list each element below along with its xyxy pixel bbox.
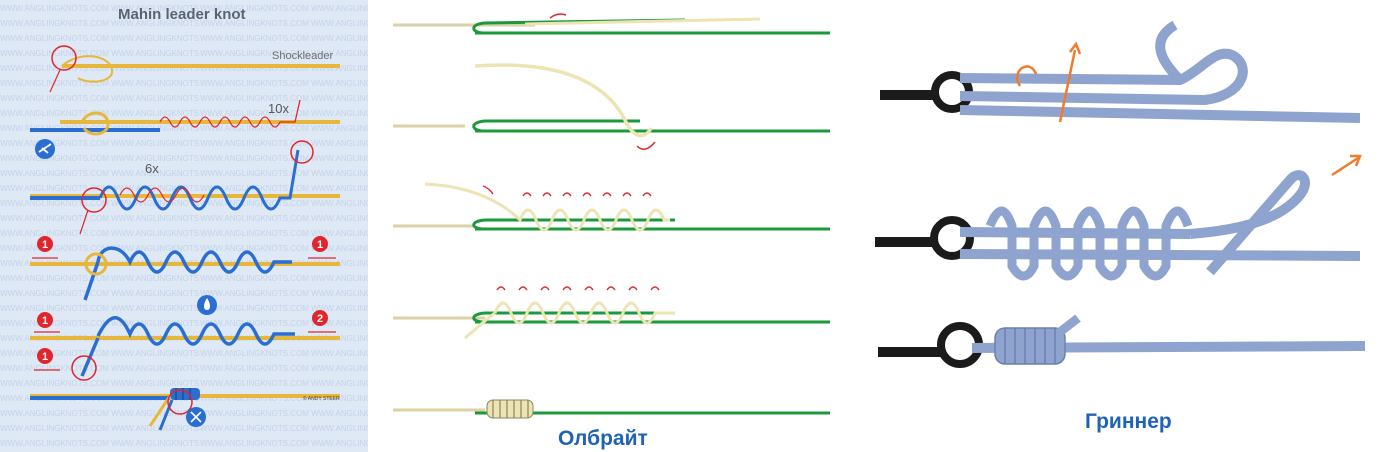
grinner-diagram	[875, 20, 1366, 368]
mahin-title: Mahin leader knot	[118, 6, 246, 23]
step-badge-number: 1	[317, 239, 323, 251]
grinner-step-2	[875, 154, 1362, 281]
highlight-circle	[290, 140, 314, 164]
step-badge	[37, 312, 53, 328]
finished-knot	[994, 327, 1066, 365]
direction-arrow	[1331, 154, 1362, 177]
step-badge-number: 1	[42, 239, 48, 251]
step-badge	[312, 236, 328, 252]
turns-guide	[159, 99, 301, 128]
step-badge	[312, 310, 328, 326]
albright-step-2	[393, 63, 830, 150]
artist-credit: © ANDY STEER	[303, 395, 340, 402]
turns-6x-label: 6x	[145, 161, 159, 176]
step-badge-number: 1	[42, 315, 48, 327]
albright-step-4	[393, 286, 830, 340]
highlight-circle	[81, 187, 107, 213]
step-badge-number: 1	[42, 351, 48, 363]
highlight-circle	[51, 45, 77, 71]
albright-diagram	[393, 13, 830, 419]
grinner-step-3	[878, 314, 1366, 368]
finished-knot	[486, 399, 534, 419]
highlight-circle	[71, 355, 97, 381]
mahin-step-2: 10x	[30, 99, 340, 159]
direction-arrow	[1058, 41, 1082, 123]
mahin-step-1: Shockleader	[49, 45, 340, 93]
grinner-caption: Гриннер	[1085, 410, 1172, 433]
direction-arrow	[549, 13, 567, 19]
mahin-step-6: © ANDY STEER	[30, 388, 340, 431]
wrap-arrows	[496, 286, 660, 291]
albright-step-5	[393, 399, 830, 419]
step-badge	[37, 348, 53, 364]
albright-caption: Олбрайт	[558, 427, 648, 450]
wrap-arrows	[522, 192, 652, 197]
mahin-step-4: 1 1	[30, 236, 340, 315]
finished-knot	[170, 388, 200, 400]
turns-10x-label: 10x	[268, 101, 289, 116]
watermark-pattern	[0, 0, 368, 452]
step-badge	[37, 236, 53, 252]
hook-eye-ring	[930, 216, 974, 260]
mahin-diagram: WWW.ANGLINGKNOTS.COM WWW.ANGLINGKNOTS.CO…	[0, 0, 368, 452]
albright-knot-panel: Олбрайт	[375, 0, 845, 452]
grinner-knot-panel: Гриннер	[860, 0, 1400, 452]
highlight-circle	[167, 389, 193, 415]
step-badge-number: 2	[317, 313, 323, 325]
albright-step-3	[393, 182, 830, 232]
shockleader-label: Shockleader	[272, 50, 333, 62]
mahin-step-3: 6x	[30, 140, 340, 235]
mahin-leader-panel: WWW.ANGLINGKNOTS.COM WWW.ANGLINGKNOTS.CO…	[0, 0, 368, 452]
wrap-arrow	[1016, 65, 1038, 87]
grinner-step-1	[880, 20, 1361, 123]
mahin-step-5: 1 2 1	[30, 310, 340, 381]
albright-step-1	[393, 13, 830, 35]
direction-arrow	[636, 141, 656, 150]
